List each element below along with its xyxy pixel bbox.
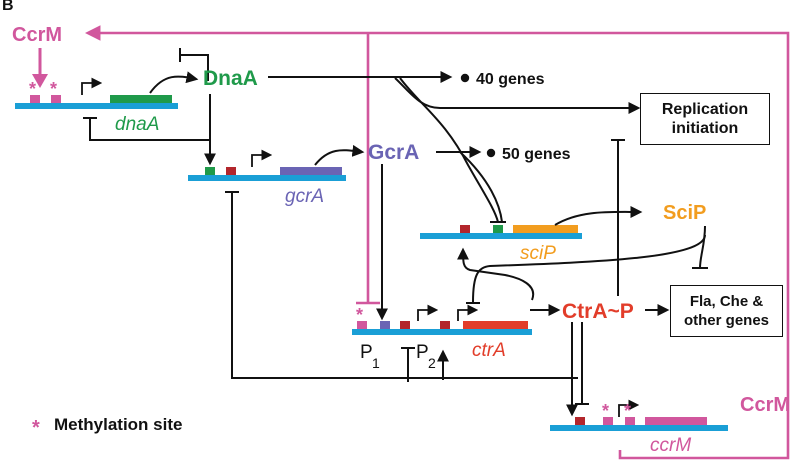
svg-text:*: * xyxy=(29,79,36,99)
scip-gene-locus xyxy=(420,225,582,239)
svg-text:*: * xyxy=(50,79,57,99)
ctra-protein-label: CtrA~P xyxy=(562,300,634,323)
methylation-stars: * * * * * xyxy=(29,79,631,421)
svg-text:1: 1 xyxy=(372,355,380,371)
legend-star: * xyxy=(32,417,40,439)
regulatory-edges xyxy=(83,48,708,417)
fla-line1: Fla, Che & xyxy=(689,293,764,310)
gcra-protein-label: GcrA xyxy=(368,141,419,164)
ccrm-gene-label: ccrM xyxy=(650,435,691,456)
target-dot-50 xyxy=(486,148,496,158)
promoter-p2: P 2 xyxy=(416,342,436,371)
panel-letter: B xyxy=(2,0,14,14)
svg-text:*: * xyxy=(624,401,631,421)
dnaa-gene-label: dnaA xyxy=(115,114,159,135)
dnaa-protein-label: DnaA xyxy=(203,67,258,90)
scip-gene-label: sciP xyxy=(520,243,556,264)
gcra-gene-label: gcrA xyxy=(285,186,324,207)
ccrm-gene-locus xyxy=(550,399,728,431)
ctra-gene-label: ctrA xyxy=(472,340,506,361)
fla-che-genes-box: Fla, Che & other genes xyxy=(670,285,783,337)
ctra-gene-locus xyxy=(352,304,532,335)
target-dot-40 xyxy=(460,73,470,83)
svg-text:P: P xyxy=(416,342,429,363)
dnaa-gene-locus xyxy=(15,77,178,109)
replication-line1: Replication xyxy=(661,101,749,118)
promoter-p1: P 1 xyxy=(360,342,380,371)
fla-line2: other genes xyxy=(683,312,770,329)
replication-initiation-box: Replication initiation xyxy=(640,93,770,145)
ccrm-bottom-label: CcrM xyxy=(740,394,790,416)
scip-protein-label: SciP xyxy=(663,202,706,224)
ccrm-top-label: CcrM xyxy=(12,24,62,46)
dnaa-targets-label: 40 genes xyxy=(476,71,545,88)
svg-text:P: P xyxy=(360,342,373,363)
ccrm-to-dnaa-arrow xyxy=(32,48,48,88)
svg-text:*: * xyxy=(602,401,609,421)
svg-text:2: 2 xyxy=(428,355,436,371)
replication-line2: initiation xyxy=(671,120,739,137)
legend-text: Methylation site xyxy=(54,415,182,434)
gcra-targets-label: 50 genes xyxy=(502,146,571,163)
gcra-gene-locus xyxy=(188,149,346,181)
svg-text:*: * xyxy=(356,305,363,325)
